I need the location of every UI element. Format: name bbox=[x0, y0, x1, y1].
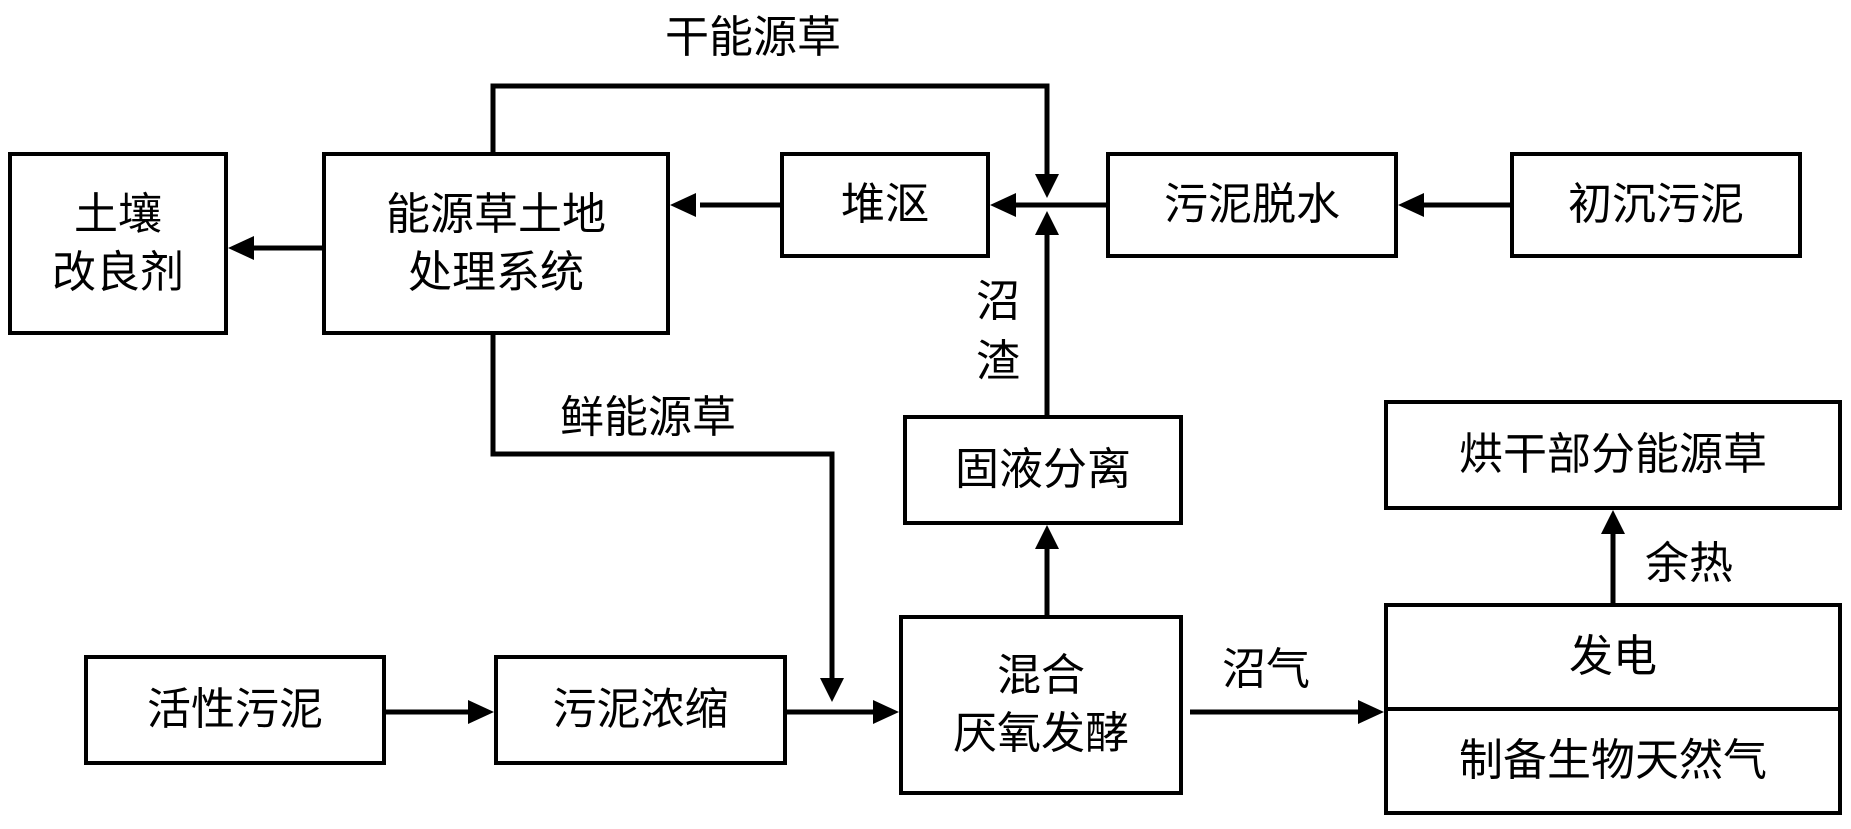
fresh-grass-label: 鲜能源草 bbox=[560, 392, 736, 443]
arrowhead-biogas bbox=[1358, 700, 1384, 724]
power-label: 发电 bbox=[1388, 607, 1838, 711]
solid-liquid-separation-box: 固液分离 bbox=[903, 415, 1183, 525]
dry-grass-line bbox=[490, 83, 1050, 178]
arrowhead-dry-grass bbox=[1035, 174, 1059, 198]
drying-grass-box: 烘干部分能源草 bbox=[1384, 400, 1842, 510]
compost-box: 堆沤 bbox=[780, 152, 990, 258]
arrowhead-thickening bbox=[468, 700, 494, 724]
land-system-line2: 处理系统 bbox=[408, 246, 584, 298]
biogas-residue-label: 沼 渣 bbox=[968, 272, 1028, 392]
arrowhead-land bbox=[670, 193, 696, 217]
dry-grass-label: 干能源草 bbox=[665, 12, 841, 63]
primary-sludge-label: 初沉污泥 bbox=[1568, 179, 1744, 230]
arrowhead-soil bbox=[228, 236, 254, 260]
soil-amendment-box: 土壤 改良剂 bbox=[8, 152, 228, 335]
sludge-thickening-box: 污泥浓缩 bbox=[494, 655, 787, 765]
waste-heat-label: 余热 bbox=[1645, 538, 1733, 589]
sludge-dewatering-label: 污泥脱水 bbox=[1164, 179, 1340, 230]
arrowhead-separation bbox=[1035, 525, 1059, 549]
bio-gas-label: 制备生物天然气 bbox=[1459, 735, 1767, 786]
sludge-dewatering-box: 污泥脱水 bbox=[1106, 152, 1398, 258]
fresh-grass-line bbox=[490, 335, 835, 680]
arrowhead-residue bbox=[1035, 211, 1059, 235]
land-system-box: 能源草土地 处理系统 bbox=[322, 152, 670, 335]
land-system-line1: 能源草土地 bbox=[386, 188, 606, 240]
soil-amendment-line2: 改良剂 bbox=[52, 246, 184, 298]
activated-sludge-box: 活性污泥 bbox=[84, 655, 386, 765]
biogas-residue-char2: 渣 bbox=[976, 336, 1020, 387]
sludge-thickening-label: 污泥浓缩 bbox=[552, 684, 729, 735]
anaerobic-line1: 混合 bbox=[997, 650, 1085, 701]
arrowhead-dewatering bbox=[1398, 193, 1424, 217]
activated-sludge-label: 活性污泥 bbox=[147, 684, 323, 735]
arrowhead-fresh-grass bbox=[820, 678, 844, 702]
drying-grass-label: 烘干部分能源草 bbox=[1459, 429, 1767, 480]
primary-sludge-box: 初沉污泥 bbox=[1510, 152, 1802, 258]
anaerobic-box: 混合 厌氧发酵 bbox=[899, 615, 1183, 795]
solid-liquid-separation-label: 固液分离 bbox=[955, 444, 1131, 495]
anaerobic-line2: 厌氧发酵 bbox=[953, 708, 1129, 759]
arrowhead-anaerobic bbox=[873, 700, 899, 724]
biogas-label: 沼气 bbox=[1222, 644, 1310, 695]
biogas-residue-char1: 沼 bbox=[976, 276, 1020, 327]
arrowhead-heat bbox=[1601, 510, 1625, 534]
arrowhead-compost bbox=[990, 193, 1016, 217]
soil-amendment-line1: 土壤 bbox=[74, 188, 162, 240]
compost-label: 堆沤 bbox=[841, 179, 929, 230]
power-biogas-box: 发电 制备生物天然气 bbox=[1384, 603, 1842, 815]
